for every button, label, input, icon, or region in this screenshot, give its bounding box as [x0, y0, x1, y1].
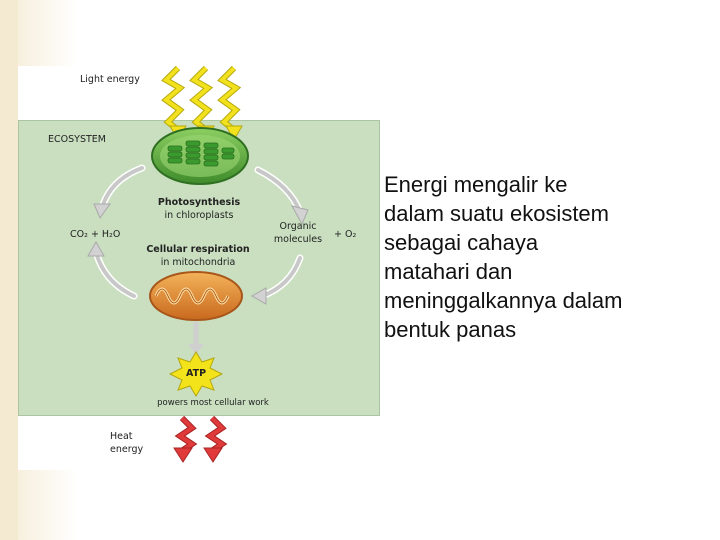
- heat-label: Heat: [110, 431, 133, 442]
- atp-label: ATP: [185, 368, 207, 379]
- molecules-label: molecules: [273, 234, 323, 245]
- cellular-respiration-label: Cellular respiration: [146, 244, 250, 255]
- text-line: dalam suatu ekosistem: [384, 201, 609, 226]
- text-line: meninggalkannya dalam: [384, 288, 623, 313]
- energy-label: energy: [110, 444, 144, 455]
- arrow-head-bottom-left: [250, 287, 267, 305]
- light-energy-bolt-3: [217, 65, 243, 142]
- text-line: bentuk panas: [384, 317, 517, 342]
- atp-star-icon: [168, 351, 224, 397]
- description-text: Energi mengalir ke dalam suatu ekosistem…: [384, 170, 720, 344]
- photosynthesis-label: Photosynthesis: [157, 197, 241, 208]
- heat-arrow-2: [203, 415, 228, 463]
- heat-arrow-1: [173, 415, 198, 463]
- light-energy-label: Light energy: [80, 74, 140, 85]
- arrow-head-left-down: [93, 203, 111, 220]
- text-line: sebagai cahaya: [384, 230, 539, 255]
- chloroplasts-label: in chloroplasts: [164, 210, 234, 221]
- arrow-head-right-down: [291, 205, 309, 226]
- mitochondria-label: in mitochondria: [160, 257, 236, 268]
- text-line: Energi mengalir ke: [384, 172, 568, 197]
- o2-label: + O₂: [334, 229, 357, 240]
- mitochondrion-icon: [149, 271, 243, 321]
- powers-label: powers most cellular work: [157, 398, 269, 408]
- co2-h2o-label: CO₂ + H₂O: [70, 229, 121, 240]
- arrow-head-left-up: [87, 240, 105, 257]
- chloroplast-icon: [151, 127, 249, 185]
- ecosystem-label: ECOSYSTEM: [48, 134, 106, 145]
- text-line: matahari dan: [384, 259, 513, 284]
- organic-label: Organic: [279, 221, 317, 232]
- atp-arrow: [188, 322, 204, 354]
